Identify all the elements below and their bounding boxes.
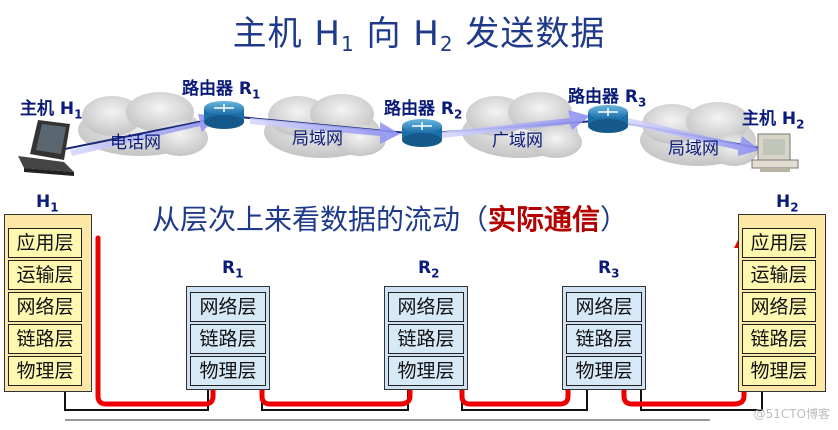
link-wires xyxy=(64,388,763,411)
r1-layer-physical: 物理层 xyxy=(190,356,266,386)
h2-layer-link: 链路层 xyxy=(742,324,816,354)
router-icon-r3 xyxy=(588,105,628,133)
host2-label: 主机 H2 xyxy=(742,109,805,132)
r3-layer-physical: 物理层 xyxy=(566,356,642,386)
router3-label: 路由器 R3 xyxy=(568,87,647,110)
h1-layer-link: 链路层 xyxy=(8,324,82,354)
r2-layer-link: 链路层 xyxy=(388,324,464,354)
h2-layer-application: 应用层 xyxy=(742,228,816,258)
r3-layer-network: 网络层 xyxy=(566,292,642,322)
cloud-label-phone: 电话网 xyxy=(110,133,161,153)
router2-label: 路由器 R2 xyxy=(384,99,463,122)
stack-h1-label: H1 xyxy=(36,192,59,215)
h1-layer-application: 应用层 xyxy=(8,228,82,258)
stack-r1-label: R1 xyxy=(222,258,244,281)
h1-layer-network: 网络层 xyxy=(8,292,82,322)
cloud-label-wan: 广域网 xyxy=(492,131,543,151)
flow-arrows xyxy=(70,110,760,156)
r1-layer-network: 网络层 xyxy=(190,292,266,322)
r2-layer-network: 网络层 xyxy=(388,292,464,322)
r3-layer-link: 链路层 xyxy=(566,324,642,354)
desktop-icon xyxy=(751,133,799,172)
router1-label: 路由器 R1 xyxy=(182,79,261,102)
router-icon-r1 xyxy=(204,101,244,129)
cloud-label-lan2: 局域网 xyxy=(668,139,719,159)
h2-layer-network: 网络层 xyxy=(742,292,816,322)
stack-h2-label: H2 xyxy=(776,192,799,215)
subtitle: 从层次上来看数据的流动（实际通信） xyxy=(152,203,629,236)
h1-layer-physical: 物理层 xyxy=(8,356,82,386)
r2-layer-physical: 物理层 xyxy=(388,356,464,386)
h2-layer-physical: 物理层 xyxy=(742,356,816,386)
stack-r2-label: R2 xyxy=(418,258,440,281)
laptop-icon xyxy=(18,120,74,176)
host1-label: 主机 H1 xyxy=(20,99,83,122)
stack-r3-label: R3 xyxy=(598,258,620,281)
router-icon-r2 xyxy=(402,119,442,147)
r1-layer-link: 链路层 xyxy=(190,324,266,354)
watermark: @51CTO博客 xyxy=(753,407,830,421)
h2-layer-transport: 运输层 xyxy=(742,260,816,290)
page-title: 主机 H1 向 H2 发送数据 xyxy=(232,14,606,56)
cloud-label-lan1: 局域网 xyxy=(292,129,343,149)
h1-layer-transport: 运输层 xyxy=(8,260,82,290)
